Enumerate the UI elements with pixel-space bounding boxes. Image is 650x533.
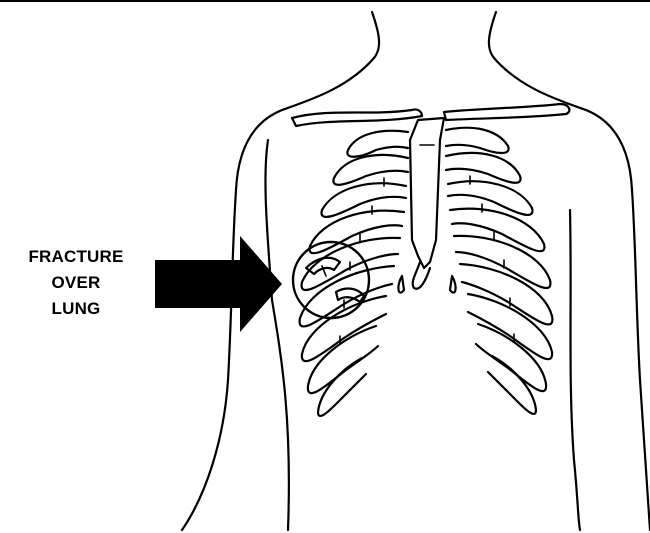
- pointer-arrow: [155, 236, 282, 332]
- right-ribs: [446, 128, 552, 414]
- sternum: [410, 118, 444, 289]
- clavicles: [292, 104, 569, 126]
